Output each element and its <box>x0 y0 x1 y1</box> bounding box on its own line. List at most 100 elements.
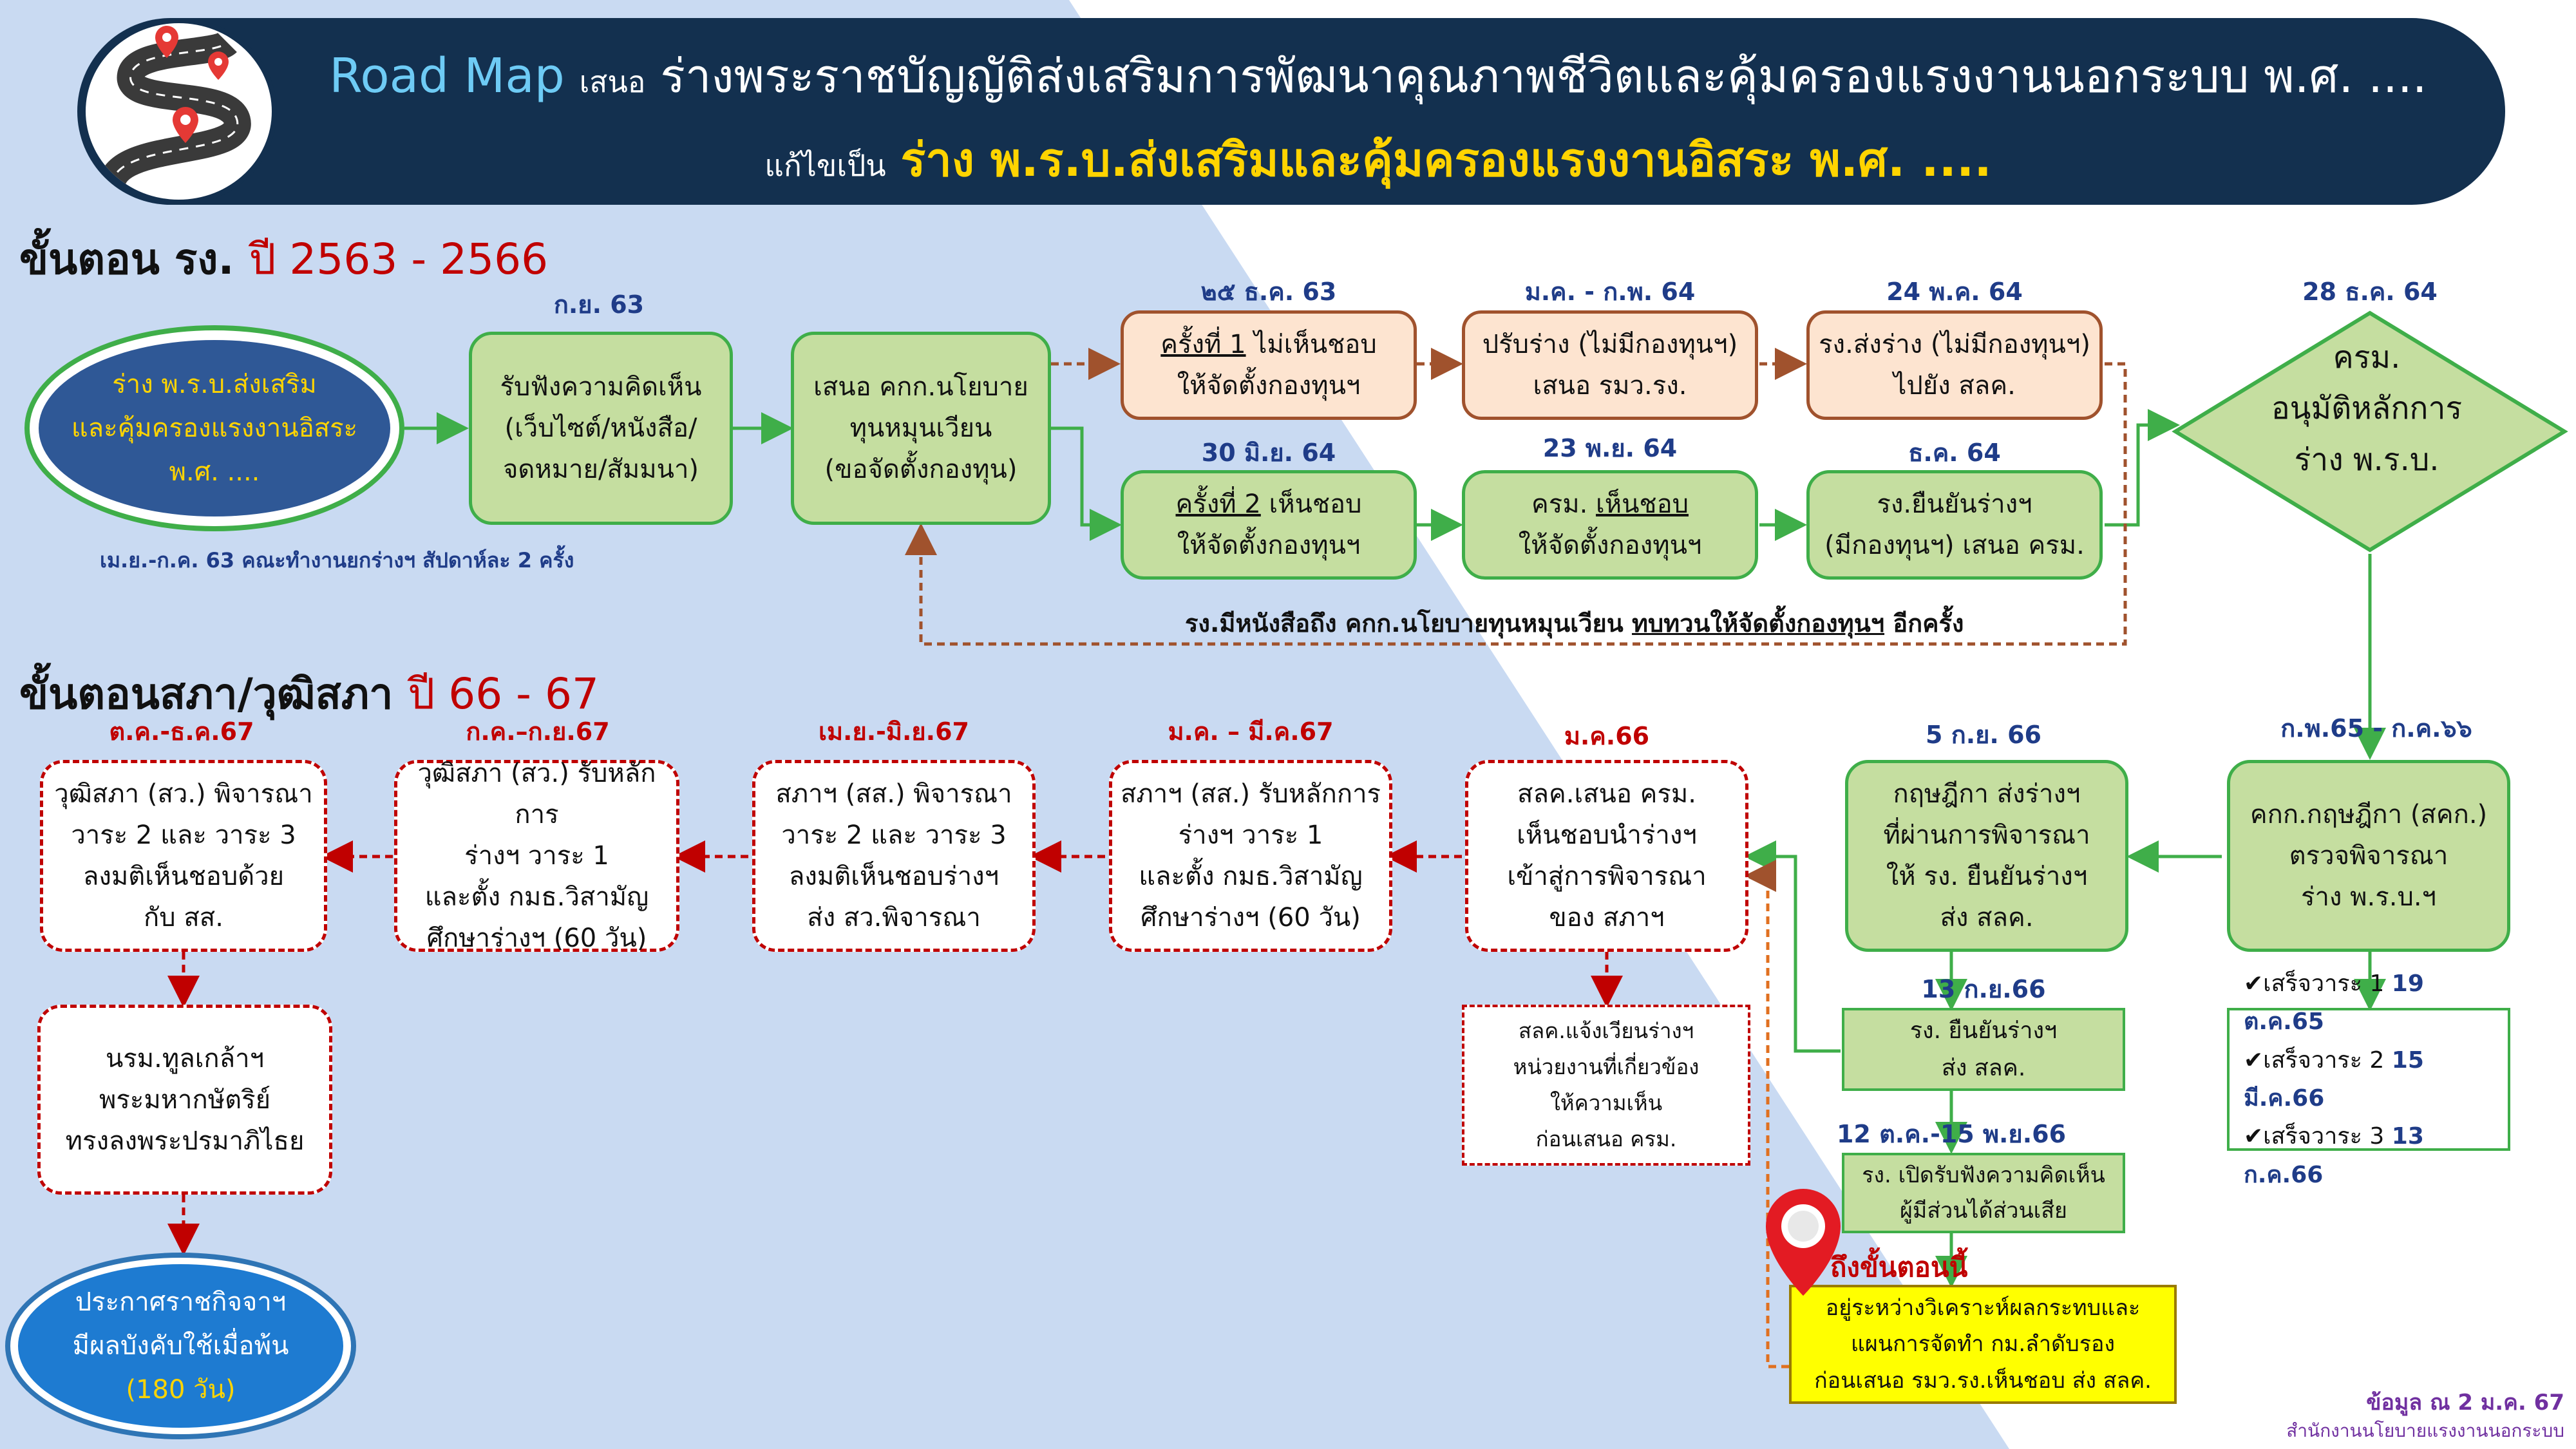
cabinet-fund-prefix: ครม. <box>1531 489 1596 519</box>
cabinet-line-3: ร่าง พ.ร.บ. <box>2294 441 2439 478</box>
send-draft-step: รง.ส่งร่าง (ไม่มีกองทุนฯ) ไปยัง สลค. <box>1806 310 2103 420</box>
current-step-line-3: ก่อนเสนอ รมว.รง.เห็นชอบ ส่ง สลค. <box>1814 1367 2152 1394</box>
council-send-line-4: ส่ง สลค. <box>1940 903 2034 933</box>
soc-propose-date: ม.ค.66 <box>1564 722 1650 750</box>
end-node: ประกาศราชกิจจาฯมีผลบังคับใช้เมื่อพ้น(180… <box>18 1264 343 1428</box>
propose-fund-line-3: (ขอจัดตั้งกองทุน) <box>824 455 1018 484</box>
cabinet-fund-line-2: ให้จัดตั้งกองทุนฯ <box>1518 531 1702 560</box>
council-review-line-1: คกก.กฤษฎีกา (สคก.) <box>2249 800 2488 829</box>
cabinet-line-1: ครม. <box>2333 339 2401 376</box>
public-hearing-line-1: รง. เปิดรับฟังความคิดเห็น <box>1862 1162 2105 1189</box>
senate-r1-line-2: ร่างฯ วาระ 1 <box>464 841 609 871</box>
map-pin-icon <box>1766 1189 1841 1296</box>
council-send-line-3: ให้ รง. ยืนยันร่างฯ <box>1886 862 2088 891</box>
mol-confirm-line-1: รง. ยืนยันร่างฯ <box>1909 1017 2058 1044</box>
council-review-line-3: ร่าง พ.ร.บ.ฯ <box>2300 882 2437 912</box>
house-r23-line-2: วาระ 2 และ วาระ 3 <box>781 820 1007 850</box>
cabinet-decision-diamond <box>2172 310 2568 553</box>
revise-draft-line-1: ปรับร่าง (ไม่มีกองทุนฯ) <box>1482 330 1738 359</box>
checklist-text: เสร็จวาระ 1 <box>2263 970 2392 997</box>
soc-propose-line-3: เข้าสู่การพิจารณา <box>1507 862 1707 891</box>
senate-r1-line-4: ศึกษาร่างฯ (60 วัน) <box>426 923 647 953</box>
public-hearing-line-2: ผู้มีส่วนได้ส่วนเสีย <box>1900 1197 2067 1224</box>
propose-fund-step: เสนอ คกก.นโยบายทุนหมุนเวียน(ขอจัดตั้งกอง… <box>791 332 1051 525</box>
revise-draft-date: ม.ค. - ก.พ. 64 <box>1524 278 1696 306</box>
soc-propose-line-2: เห็นชอบนำร่างฯ <box>1517 820 1697 850</box>
hearing-date: ก.ย. 63 <box>553 290 645 319</box>
confirm-draft-line-1: รง.ยืนยันร่างฯ <box>1877 489 2032 519</box>
cabinet-fund-date: 23 พ.ย. 64 <box>1542 434 1678 462</box>
checklist-item: ✔เสร็จวาระ 2 15 มี.ค.66 <box>2244 1041 2508 1118</box>
council-send-line-1: กฤษฎีกา ส่งร่างฯ <box>1893 779 2081 809</box>
royal-assent-line-1: นรม.ทูลเกล้าฯ <box>105 1043 265 1074</box>
house-r1-date: ม.ค. – มี.ค.67 <box>1168 717 1334 746</box>
propose-label: เสนอ <box>579 64 646 99</box>
section-ministry-years: ปี 2563 - 2566 <box>249 234 549 284</box>
soc-propose-line-1: สลค.เสนอ ครม. <box>1517 779 1696 809</box>
current-step-box: อยู่ระหว่างวิเคราะห์ผลกระทบและแผนการจัดท… <box>1789 1285 2177 1404</box>
revised-bill-title: ร่าง พ.ร.บ.ส่งเสริมและคุ้มครองแรงงานอิสร… <box>900 133 1992 187</box>
drafting-note: เม.ย.-ก.ค. 63 คณะทำงานยกร่างฯ สัปดาห์ละ … <box>100 548 574 573</box>
house-r23-line-3: ลงมติเห็นชอบร่างฯ <box>788 862 999 891</box>
checklist-date: 19 ต.ค.65 <box>2244 970 2424 1036</box>
checkmark-icon: ✔ <box>2244 1123 2264 1150</box>
header-title-line-2: แก้ไขเป็น ร่าง พ.ร.บ.ส่งเสริมและคุ้มครอง… <box>283 122 2473 196</box>
fund-review-prefix: รง.มีหนังสือถึง คกก.นโยบายทุนหมุนเวียน <box>1185 609 1632 638</box>
senate-r1-line-3: และตั้ง กมธ.วิสามัญ <box>424 882 649 912</box>
council-send-step: กฤษฎีกา ส่งร่างฯที่ผ่านการพิจารณาให้ รง.… <box>1845 760 2128 952</box>
soc-circulate-line-2: หน่วยงานที่เกี่ยวข้อง <box>1513 1054 1700 1079</box>
checkmark-icon: ✔ <box>2244 1046 2264 1074</box>
senate-r1-date: ก.ค.–ก.ย.67 <box>466 717 610 746</box>
send-draft-date: 24 พ.ค. 64 <box>1886 278 2023 306</box>
council-checklist: ✔ เสร็จวาระ 1 19 ต.ค.65 ✔เสร็จวาระ 2 15 ม… <box>2227 971 2510 1188</box>
revise-draft-line-2: เสนอ รมว.รง. <box>1533 371 1687 401</box>
checklist-text: เสร็จวาระ 3 <box>2263 1123 2392 1150</box>
section-parliament-years: ปี 66 - 67 <box>408 669 599 719</box>
house-r1-line-1: สภาฯ (สส.) รับหลักการ <box>1120 779 1381 809</box>
fund-review-note: รง.มีหนังสือถึง คกก.นโยบายทุนหมุนเวียน ท… <box>1185 603 1964 643</box>
fund-review-suffix: อีกครั้ง <box>1884 609 1964 638</box>
house-r1-line-4: ศึกษาร่างฯ (60 วัน) <box>1141 903 1361 933</box>
round1-step: ครั้งที่ 1 ไม่เห็นชอบให้จัดตั้งกองทุนฯ <box>1121 310 1417 420</box>
council-review-date: ก.พ.65 - ก.ค.๖๖ <box>2280 714 2472 743</box>
start-line-2: และคุ้มครองแรงงานอิสระ <box>71 413 358 443</box>
checklist-date: 13 ก.ค.66 <box>2244 1123 2424 1188</box>
confirm-draft-date: ธ.ค. 64 <box>1908 439 2001 467</box>
house-r1-line-3: และตั้ง กมธ.วิสามัญ <box>1139 862 1363 891</box>
council-send-line-2: ที่ผ่านการพิจารณา <box>1883 820 2090 850</box>
cabinet-line-2: อนุมัติหลักการ <box>2271 390 2463 427</box>
soc-circulate-line-4: ก่อนเสนอ ครม. <box>1535 1126 1677 1152</box>
senate-reading1-step: วุฒิสภา (สว.) รับหลักการร่างฯ วาระ 1 และต… <box>394 759 679 953</box>
confirm-draft-line-2: (มีกองทุนฯ) เสนอ ครม. <box>1824 531 2085 560</box>
road-map-icon <box>80 18 277 205</box>
round2-line-2: ให้จัดตั้งกองทุนฯ <box>1177 531 1361 560</box>
round2-date: 30 มิ.ย. 64 <box>1201 439 1336 467</box>
hearing-step: รับฟังความคิดเห็น(เว็บไซต์/หนังสือ/จดหมา… <box>469 332 733 525</box>
section-parliament-title: ขั้นตอนสภา/วุฒิสภา ปี 66 - 67 <box>19 660 599 728</box>
header-title-line-1: Road Map เสนอ ร่างพระราชบัญญัติส่งเสริมก… <box>283 39 2473 113</box>
start-line-1: ร่าง พ.ร.บ.ส่งเสริม <box>112 370 317 399</box>
senate-r23-line-2: วาระ 2 และ วาระ 3 <box>71 820 296 850</box>
start-node: ร่าง พ.ร.บ.ส่งเสริมและคุ้มครองแรงงานอิสร… <box>39 340 390 516</box>
council-review-step: คกก.กฤษฎีกา (สคก.)ตรวจพิจารณาร่าง พ.ร.บ.… <box>2227 760 2510 952</box>
send-draft-line-1: รง.ส่งร่าง (ไม่มีกองทุนฯ) <box>1819 330 2090 359</box>
round1-result: ไม่เห็นชอบ <box>1245 330 1377 359</box>
data-as-of: ข้อมูล ณ 2 ม.ค. 67 <box>2366 1390 2564 1416</box>
round1-date: ๒๕ ธ.ค. 63 <box>1200 278 1337 306</box>
senate-r23-line-1: วุฒิสภา (สว.) พิจารณา <box>54 779 313 809</box>
senate-r1-line-1: วุฒิสภา (สว.) รับหลักการ <box>417 759 656 829</box>
send-draft-line-2: ไปยัง สลค. <box>1893 371 2016 401</box>
royal-assent-line-3: ทรงลงพระปรมาภิไธย <box>65 1126 305 1156</box>
hearing-line-2: (เว็บไซต์/หนังสือ/ <box>504 413 697 443</box>
section-ministry-title: ขั้นตอน รง. ปี 2563 - 2566 <box>19 225 548 293</box>
cabinet-fund-step: ครม. เห็นชอบให้จัดตั้งกองทุนฯ <box>1462 470 1758 580</box>
road-map-label: Road Map <box>329 48 565 104</box>
propose-fund-line-1: เสนอ คกก.นโยบาย <box>813 372 1028 402</box>
checklist-item: ✔เสร็จวาระ 1 19 ต.ค.65 <box>2244 965 2508 1041</box>
revise-draft-step: ปรับร่าง (ไม่มีกองทุนฯ) เสนอ รมว.รง. <box>1462 310 1758 420</box>
confirm-draft-step: รง.ยืนยันร่างฯ (มีกองทุนฯ) เสนอ ครม. <box>1806 470 2103 580</box>
round2-label: ครั้งที่ 2 <box>1175 489 1261 519</box>
